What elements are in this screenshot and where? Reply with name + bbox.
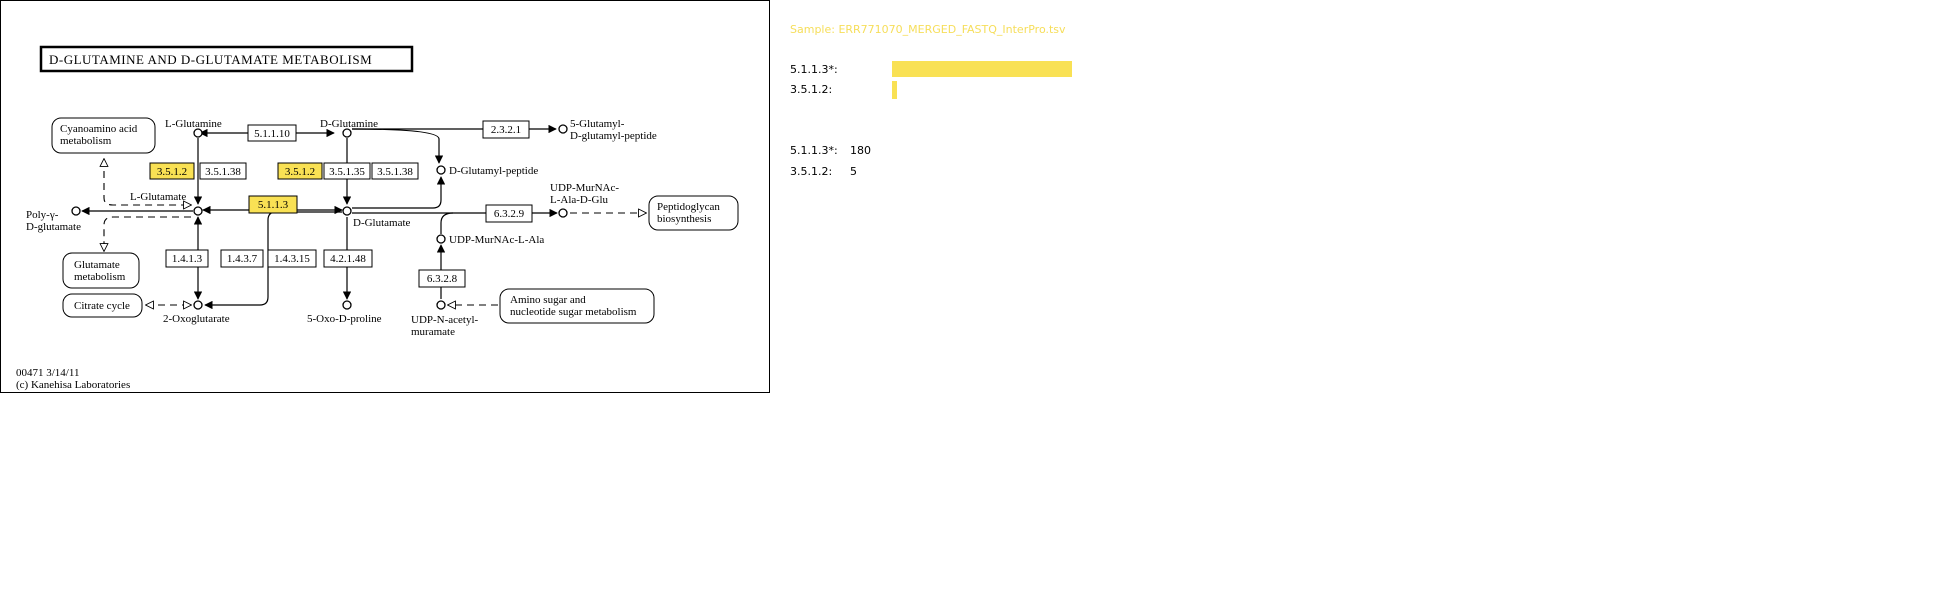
compound-oxoproline[interactable] (342, 300, 352, 310)
bar-track (892, 81, 1072, 99)
enzyme-label: 6.3.2.9 (494, 208, 525, 220)
label-poly-glutamate-1: Poly-γ- (26, 209, 59, 221)
bar-row: 3.5.1.2: (790, 81, 1190, 99)
map-label: Peptidoglycan (657, 201, 720, 213)
label-glutamyl-dglutamyl-2: D-glutamyl-peptide (570, 130, 657, 142)
enzyme-label: 3.5.1.35 (329, 166, 365, 178)
enzyme-label: 5.1.1.10 (254, 128, 290, 140)
compound-l-glutamate[interactable] (193, 206, 203, 216)
enzyme-label: 3.5.1.2 (285, 166, 315, 178)
label-poly-glutamate-2: D-glutamate (26, 221, 81, 233)
enzyme-label: 1.4.3.15 (274, 253, 310, 265)
count-value: 180 (850, 144, 871, 157)
map-label: Amino sugar and (510, 294, 586, 306)
label-udp-ala-glu-2: L-Ala-D-Glu (550, 194, 609, 206)
map-label: nucleotide sugar metabolism (510, 306, 637, 318)
compound-l-glutamine[interactable] (193, 128, 203, 138)
map-label: biosynthesis (657, 213, 711, 225)
enzyme-2-3-2-1[interactable]: 2.3.2.1 (482, 120, 530, 139)
map-box-cyanoamino[interactable]: Cyanoamino acid metabolism (51, 117, 156, 154)
map-box-citrate-cycle[interactable]: Citrate cycle (62, 293, 143, 318)
bar-label: 5.1.1.3*: (790, 63, 838, 76)
count-label: 3.5.1.2: (790, 165, 833, 178)
label-oxoproline: 5-Oxo-D-proline (307, 313, 382, 325)
compound-glutamyl-dglutamyl-peptide[interactable] (558, 124, 568, 134)
compound-udp-muramate[interactable] (436, 300, 446, 310)
count-value: 5 (850, 165, 857, 178)
enzyme-5-1-1-3[interactable]: 5.1.1.3 (248, 195, 298, 214)
label-udp-muramate-1: UDP-N-acetyl- (411, 314, 479, 326)
compound-udp-murnac-ala[interactable] (436, 234, 446, 244)
enzyme-1-4-3-15[interactable]: 1.4.3.15 (267, 249, 317, 268)
enzyme-1-4-1-3[interactable]: 1.4.1.3 (165, 249, 209, 268)
sample-label: Sample: ERR771070_MERGED_FASTQ_InterPro.… (790, 23, 1066, 36)
enzyme-label: 3.5.1.2 (157, 166, 187, 178)
label-udp-ala-glu-1: UDP-MurNAc- (550, 182, 619, 194)
enzyme-3-5-1-2-right[interactable]: 3.5.1.2 (277, 162, 323, 180)
reaction-dgln-peptide (351, 128, 444, 164)
map-footer-credit: (c) Kanehisa Laboratories (16, 379, 130, 391)
enzyme-label: 5.1.1.3 (258, 199, 289, 211)
map-title: D-GLUTAMINE AND D-GLUTAMATE METABOLISM (49, 52, 372, 67)
pathway-map: D-GLUTAMINE AND D-GLUTAMATE METABOLISM C… (0, 0, 770, 393)
label-oxoglutarate: 2-Oxoglutarate (163, 313, 230, 325)
map-box-amino-sugar[interactable]: Amino sugar and nucleotide sugar metabol… (499, 288, 655, 324)
map-title-box (39, 45, 414, 73)
map-label: metabolism (74, 271, 126, 283)
enzyme-3-5-1-38-left[interactable]: 3.5.1.38 (199, 162, 247, 180)
enzyme-6-3-2-8[interactable]: 6.3.2.8 (418, 269, 466, 288)
map-label: Glutamate (74, 259, 120, 271)
bar-fill (892, 81, 898, 99)
enzyme-1-4-3-7[interactable]: 1.4.3.7 (220, 249, 264, 268)
label-glutamyl-dglutamyl-1: 5-Glutamyl- (570, 118, 625, 130)
label-udp-murnac-ala: UDP-MurNAc-L-Ala (449, 234, 544, 246)
link-cyanoamino (104, 159, 191, 205)
bar-row: 5.1.1.3*: (790, 61, 1190, 77)
enzyme-label: 4.2.1.48 (330, 253, 366, 265)
bar-label: 3.5.1.2: (790, 83, 833, 96)
label-d-glutamate: D-Glutamate (353, 217, 411, 229)
reaction-dglu-peptide (352, 176, 446, 209)
bar-fill (892, 61, 1072, 77)
enzyme-5-1-1-10[interactable]: 5.1.1.10 (247, 124, 297, 142)
label-d-glutamine: D-Glutamine (320, 118, 378, 130)
enzyme-label: 3.5.1.38 (377, 166, 413, 178)
map-box-glutamate-metabolism[interactable]: Glutamate metabolism (62, 252, 140, 289)
pathway-map-canvas: D-GLUTAMINE AND D-GLUTAMATE METABOLISM C… (16, 45, 739, 391)
enzyme-label: 1.4.1.3 (172, 253, 203, 265)
enzyme-3-5-1-2-left[interactable]: 3.5.1.2 (149, 162, 195, 180)
enzyme-6-3-2-9[interactable]: 6.3.2.9 (485, 204, 533, 223)
compound-oxoglutarate[interactable] (193, 300, 203, 310)
label-l-glutamine: L-Glutamine (165, 118, 222, 130)
sample-panel: Sample: ERR771070_MERGED_FASTQ_InterPro.… (790, 20, 1190, 190)
label-udp-muramate-2: muramate (411, 326, 455, 338)
compound-d-glutamine[interactable] (342, 128, 352, 138)
link-glutamate-metabolism (104, 216, 191, 251)
map-label: metabolism (60, 135, 112, 147)
enzyme-label: 3.5.1.38 (205, 166, 241, 178)
compound-udp-murnac-ala-glu[interactable] (558, 208, 568, 218)
label-l-glutamate: L-Glutamate (130, 191, 186, 203)
label-glutamyl-peptide: D-Glutamyl-peptide (449, 165, 538, 177)
enzyme-3-5-1-35[interactable]: 3.5.1.35 (323, 162, 371, 180)
enzyme-label: 2.3.2.1 (491, 124, 521, 136)
enzyme-label: 1.4.3.7 (227, 253, 258, 265)
compound-d-glutamate[interactable] (342, 206, 352, 216)
enzyme-4-2-1-48[interactable]: 4.2.1.48 (323, 249, 373, 268)
enzyme-label: 6.3.2.8 (427, 273, 458, 285)
enzyme-3-5-1-38-right[interactable]: 3.5.1.38 (371, 162, 419, 180)
count-row: 3.5.1.2: 5 (790, 165, 1090, 181)
bar-track (892, 61, 1072, 77)
map-box-peptidoglycan[interactable]: Peptidoglycan biosynthesis (648, 195, 739, 231)
map-label: Cyanoamino acid (60, 123, 138, 135)
count-label: 5.1.1.3*: (790, 144, 838, 157)
map-footer-id: 00471 3/14/11 (16, 367, 79, 379)
count-row: 5.1.1.3*: 180 (790, 144, 1090, 160)
reaction-udp-ala-join (440, 212, 454, 234)
map-label: Citrate cycle (74, 300, 130, 312)
compound-poly-glutamate[interactable] (71, 206, 81, 216)
compound-glutamyl-peptide[interactable] (436, 165, 446, 175)
